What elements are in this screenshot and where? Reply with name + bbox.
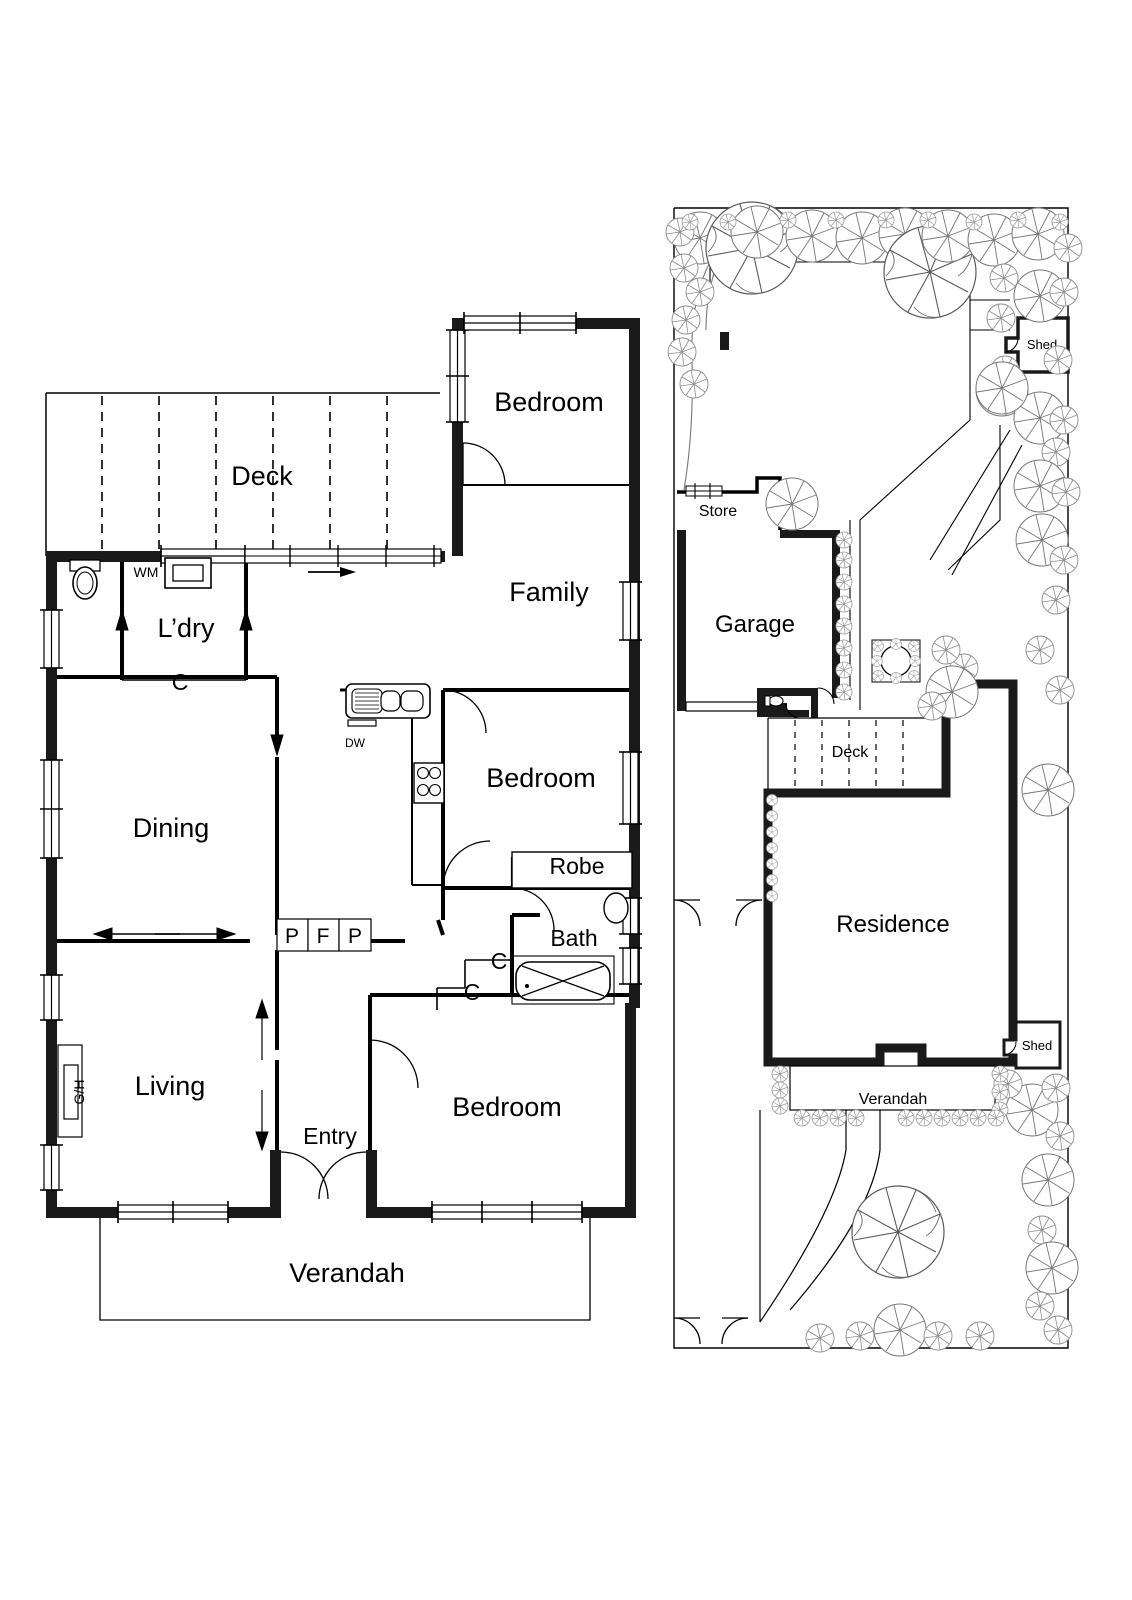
site-boundary bbox=[673, 207, 1069, 1349]
garage-toilet bbox=[757, 687, 835, 719]
robe-unit bbox=[511, 851, 633, 889]
room-label-deck: Deck bbox=[231, 461, 293, 491]
gas-heater-fixture bbox=[57, 1044, 83, 1138]
site-label-verandah: Verandah bbox=[859, 1091, 928, 1108]
site-label-store: Store bbox=[699, 503, 737, 520]
label-pantry-right: P bbox=[348, 925, 362, 948]
room-label-robe: Robe bbox=[550, 853, 605, 879]
room-label-bedroom-south: Bedroom bbox=[452, 1092, 562, 1122]
deck-boards bbox=[101, 396, 388, 556]
washing-machine-fixture bbox=[164, 557, 212, 589]
label-dishwasher: DW bbox=[345, 736, 366, 750]
label-gas-heater: G/H bbox=[71, 1080, 87, 1105]
label-bath-cupboard-upper: C bbox=[491, 948, 508, 974]
site-label-deck: Deck bbox=[832, 744, 869, 761]
outdoor-table-and-chairs bbox=[871, 638, 921, 684]
driveway-path bbox=[929, 429, 1023, 576]
room-label-entry: Entry bbox=[303, 1123, 357, 1149]
windows bbox=[40, 312, 642, 1223]
room-label-family: Family bbox=[509, 577, 589, 607]
room-label-dining: Dining bbox=[133, 813, 210, 843]
sliding-door-deck[interactable] bbox=[244, 545, 442, 577]
bathtub-fixture bbox=[511, 955, 615, 1005]
room-label-verandah: Verandah bbox=[289, 1258, 405, 1288]
room-label-bedroom-middle: Bedroom bbox=[486, 763, 596, 793]
cooktop-fixture bbox=[413, 762, 445, 804]
side-gate[interactable] bbox=[673, 899, 763, 927]
room-label-bath: Bath bbox=[550, 925, 597, 951]
toilet-fixture bbox=[69, 559, 101, 600]
tree-symbols bbox=[665, 201, 1083, 1357]
rear-yard-outline bbox=[709, 261, 1010, 710]
site-label-garage: Garage bbox=[715, 611, 795, 638]
label-pantry-left: P bbox=[285, 925, 299, 948]
site-verandah: Verandah bbox=[789, 1065, 996, 1111]
main-floor-plan: Deck bbox=[40, 312, 642, 1321]
pantry-fridge-units bbox=[276, 918, 372, 952]
room-label-living: Living bbox=[135, 1071, 206, 1101]
basin-fixture bbox=[603, 892, 629, 924]
label-washing-machine: WM bbox=[134, 564, 159, 580]
site-plan: Store Garage bbox=[665, 201, 1083, 1357]
label-fridge: F bbox=[317, 925, 330, 948]
door-swings[interactable] bbox=[280, 442, 555, 1200]
room-label-bedroom-north: Bedroom bbox=[494, 387, 604, 417]
direction-arrows bbox=[92, 608, 284, 1152]
deck-area: Deck bbox=[45, 392, 440, 556]
residence-footprint bbox=[763, 679, 1018, 1067]
site-deck: Deck bbox=[767, 717, 940, 794]
kitchen-sink-fixture bbox=[345, 683, 431, 727]
room-label-laundry: L’dry bbox=[157, 613, 215, 643]
site-label-residence: Residence bbox=[836, 911, 949, 938]
front-gate[interactable] bbox=[673, 1317, 749, 1345]
site-label-shed-south: Shed bbox=[1022, 1038, 1052, 1053]
label-bath-cupboard-lower: C bbox=[464, 979, 481, 1005]
shed-south bbox=[1002, 1020, 1062, 1070]
verandah-outline bbox=[99, 1218, 591, 1321]
label-laundry-cupboard: C bbox=[172, 669, 189, 695]
rear-fence-post bbox=[720, 332, 729, 350]
